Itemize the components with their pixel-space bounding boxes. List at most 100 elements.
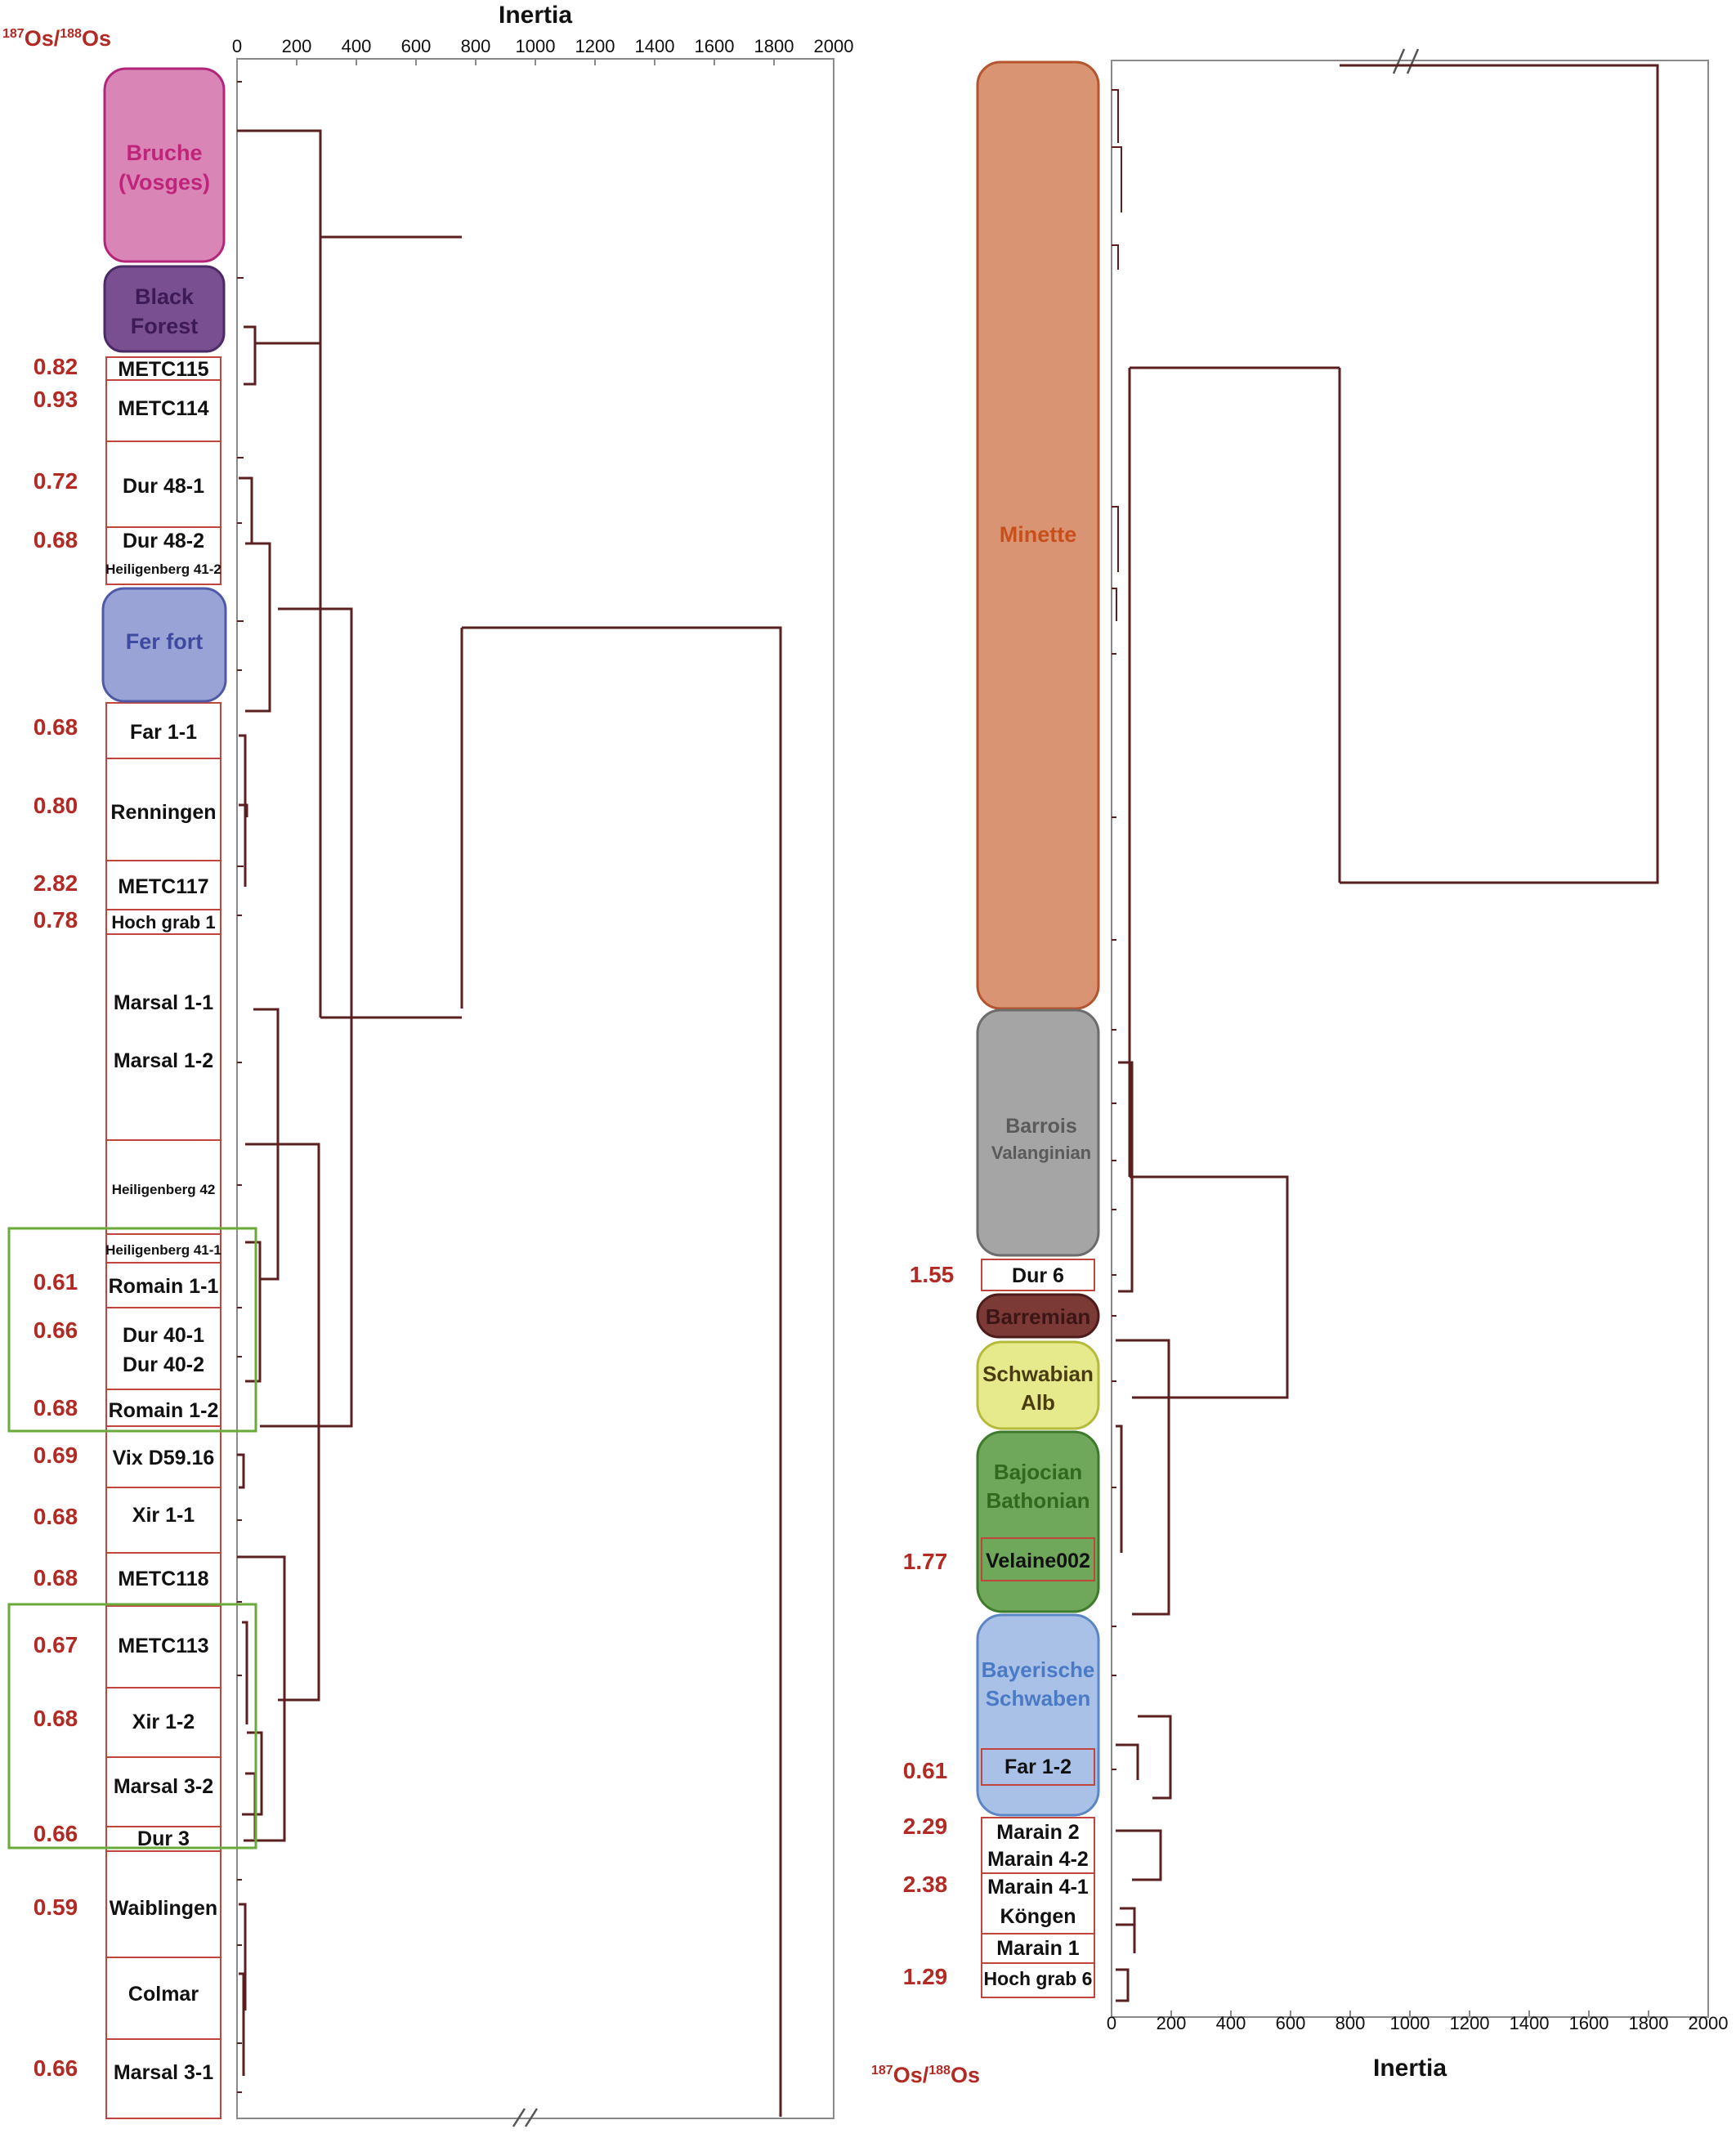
group-bayerische-label-1: Bayerische <box>982 1657 1095 1682</box>
label-colmar: Colmar <box>128 1983 199 2006</box>
box-vix <box>105 1425 221 1488</box>
group-ferfort-label: Fer fort <box>126 629 204 654</box>
right-axis-tick-label: 400 <box>1216 2013 1246 2033</box>
left-lower-cluster <box>237 1555 286 1842</box>
left-leaf-stubs <box>237 81 244 2093</box>
label-romain1-1: Romain 1-1 <box>109 1275 219 1298</box>
label-xir1-1: Xir 1-1 <box>132 1504 195 1527</box>
left-axis-tick-label: 1800 <box>754 36 794 56</box>
right-axis-tick-label: 1800 <box>1629 2013 1669 2033</box>
label-dur6: Dur 6 <box>1012 1264 1064 1287</box>
label-hochgrab6: Hoch grab 6 <box>984 1968 1093 1989</box>
ratio-dur6: 1.55 <box>910 1262 955 1287</box>
ratio-metc114: 0.93 <box>34 387 78 412</box>
left-metc-branch <box>244 325 257 386</box>
label-dur40-2: Dur 40-2 <box>123 1353 204 1376</box>
box-marain1 <box>981 1933 1095 1964</box>
label-renningen: Renningen <box>110 801 216 824</box>
left-root-merge <box>460 626 782 2117</box>
label-heil42: Heiligenberg 42 <box>112 1182 216 1197</box>
label-metc113: METC113 <box>118 1635 208 1657</box>
label-heil41-2: Heiligenberg 41-2 <box>105 561 221 577</box>
left-axis-tick-label: 800 <box>461 36 491 56</box>
left-far-branch <box>239 734 248 887</box>
group-fer-fort <box>101 587 227 703</box>
box-xir1-2 <box>105 1687 221 1758</box>
right-bajocian-branch <box>1116 1425 1123 1553</box>
group-blackforest-label-1: Black <box>135 284 195 309</box>
group-bruche-label-2: (Vosges) <box>119 170 210 195</box>
left-plot-frame <box>236 58 834 2119</box>
highlight-box-upper <box>7 1227 257 1433</box>
right-root-merge <box>1338 64 1659 884</box>
right-axis-break-2 <box>1406 48 1420 74</box>
box-velaine <box>981 1537 1095 1581</box>
right-marain4-branch <box>1116 1907 1136 1953</box>
label-xir1-2: Xir 1-2 <box>132 1711 195 1733</box>
left-sample-boxes <box>105 356 221 2119</box>
left-sample-labels: METC115 METC114 Dur 48-1 Dur 48-2 Heilig… <box>105 358 221 2084</box>
right-axis-tick-label: 1200 <box>1450 2013 1490 2033</box>
label-velaine: Velaine002 <box>986 1550 1090 1572</box>
right-branches <box>1112 64 1659 2002</box>
label-marain4-2: Marain 4-2 <box>987 1848 1089 1871</box>
label-metc114: METC114 <box>118 397 208 420</box>
right-axis-tick-label: 1400 <box>1510 2013 1550 2033</box>
right-axis-tick-label: 800 <box>1336 2013 1366 2033</box>
ratio-xir1-1: 0.68 <box>34 1504 78 1529</box>
box-dur48-1 <box>105 441 221 528</box>
left-heilig-branch <box>245 1143 320 1702</box>
ratio-romain1-2: 0.68 <box>34 1395 78 1420</box>
label-heil41-1: Heiligenberg 41-1 <box>105 1242 221 1258</box>
box-dur6 <box>981 1259 1095 1291</box>
right-axis-tick-label: 1600 <box>1569 2013 1609 2033</box>
ratio-romain1-1: 0.61 <box>34 1269 78 1295</box>
ratio-marain2: 2.29 <box>903 1814 948 1839</box>
right-marain-branch <box>1116 1829 1162 1881</box>
group-barremian-label: Barremian <box>986 1304 1091 1329</box>
label-romain1-2: Romain 1-2 <box>109 1399 219 1422</box>
right-axis-title: Inertia <box>1373 2055 1447 2082</box>
box-metc117 <box>105 860 221 910</box>
left-axis-tick-label: 1400 <box>635 36 675 56</box>
right-hoch-branch <box>1116 1968 1130 2002</box>
right-axis-tick-label: 200 <box>1157 2013 1187 2033</box>
label-far1-2: Far 1-2 <box>1004 1756 1072 1778</box>
left-axis-tick-label: 2000 <box>814 36 854 56</box>
group-schwabian-alb <box>976 1340 1100 1430</box>
box-hochgrab6 <box>981 1962 1095 1998</box>
group-bajocian-label-2: Bathonian <box>986 1488 1089 1513</box>
label-marsal3-1: Marsal 3-1 <box>114 2061 213 2084</box>
left-axis-break-2 <box>524 2108 539 2127</box>
group-bayerische-schwaben <box>976 1613 1100 1817</box>
ratio-velaine: 1.77 <box>903 1549 948 1574</box>
box-renningen <box>105 758 221 861</box>
right-ratio-values: 2.29 2.38 1.29 <box>903 1814 948 1989</box>
box-far1-2 <box>981 1748 1095 1786</box>
right-axis-tick-label: 0 <box>1107 2013 1116 2033</box>
right-bayerische-branch <box>1138 1715 1172 1800</box>
ratio-hochgrab1: 0.78 <box>34 907 78 933</box>
ratio-metc117: 2.82 <box>34 870 78 896</box>
group-barremian <box>976 1293 1100 1339</box>
ratio-renningen: 0.80 <box>34 793 78 818</box>
left-upper-cluster <box>319 235 462 1019</box>
group-blackforest-label-2: Forest <box>131 314 199 338</box>
ratio-marsal3-1: 0.66 <box>34 2055 78 2081</box>
label-metc115: METC115 <box>118 358 208 381</box>
left-axis-tick-label: 400 <box>342 36 372 56</box>
left-ratio-header: 187Os/188Os <box>2 26 111 51</box>
box-metc114 <box>105 379 221 442</box>
box-xir1-1 <box>105 1487 221 1554</box>
box-colmar <box>105 1957 221 2040</box>
label-marain4-1: Marain 4-1 <box>987 1876 1089 1899</box>
label-metc117: METC117 <box>118 875 208 898</box>
label-marain1: Marain 1 <box>996 1937 1080 1960</box>
group-minette <box>976 60 1100 1010</box>
left-vosges-blackforest <box>237 129 322 345</box>
right-axis-tick-label: 600 <box>1276 2013 1306 2033</box>
box-marsal3-2 <box>105 1756 221 1827</box>
left-vix-branch <box>237 1453 245 1489</box>
box-marsal1 <box>105 933 221 1141</box>
